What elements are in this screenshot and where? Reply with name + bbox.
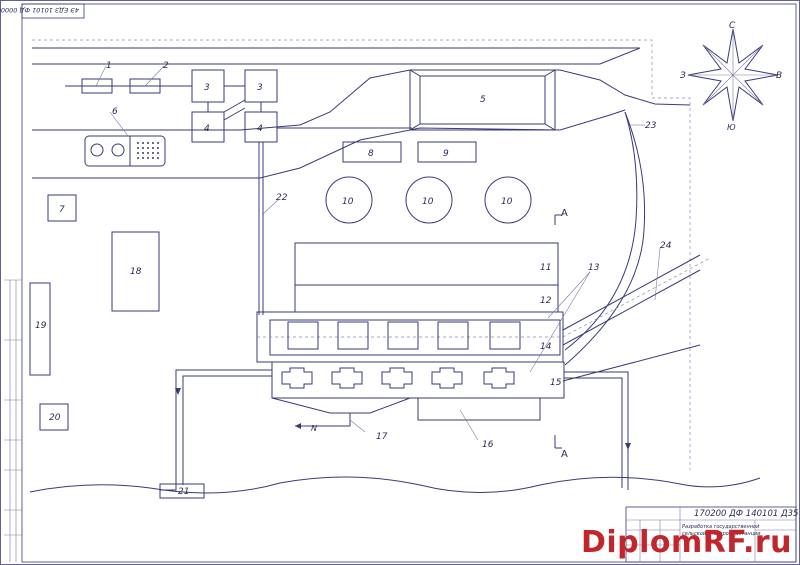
unit-1 [81, 78, 113, 94]
label-15: 15 [550, 378, 562, 388]
label-24: 24 [660, 241, 672, 251]
label-19: 19 [35, 321, 47, 331]
label-21: 21 [178, 487, 189, 497]
building-20 [39, 403, 69, 431]
pipe-right [564, 371, 629, 490]
compass-rose [687, 28, 779, 122]
label-17: 17 [376, 432, 388, 442]
hopper-17 [271, 397, 411, 414]
label-11: 11 [540, 263, 551, 273]
label-10a: 10 [342, 197, 354, 207]
title-block [625, 506, 797, 563]
label-10b: 10 [422, 197, 434, 207]
building-18 [111, 231, 160, 312]
title-desc-1: Разработка государственной [682, 524, 760, 530]
label-20: 20 [49, 413, 61, 423]
inner-frame [21, 3, 797, 563]
conveyor-24 [562, 254, 701, 331]
section-15-machines [281, 367, 515, 389]
tank-10a [325, 176, 373, 224]
unit-6 [84, 135, 166, 167]
building-19 [29, 282, 51, 376]
label-16: 16 [482, 440, 494, 450]
label-13: 13 [588, 263, 600, 273]
label-23: 23 [645, 121, 657, 131]
label-9: 9 [443, 149, 449, 159]
title-code: 170200 ДФ 140101 Д35 ГЧ [694, 509, 800, 519]
compass-north: С [729, 21, 736, 31]
label-10c: 10 [501, 197, 513, 207]
building-16 [417, 397, 541, 421]
building-5 [409, 69, 556, 131]
pipe-21 [160, 369, 272, 491]
label-7: 7 [59, 205, 65, 215]
section-15 [271, 361, 565, 399]
label-2: 2 [163, 61, 169, 71]
section-mark-bottom: A [554, 435, 568, 460]
label-3a: 3 [204, 83, 210, 93]
site-boundary [32, 39, 691, 470]
watermark: DiplomRF.ru [580, 525, 792, 560]
building-9 [417, 141, 477, 163]
compass-south: Ю [727, 123, 736, 132]
label-18: 18 [130, 267, 142, 277]
section-mark-top: A [554, 208, 568, 225]
road-top [32, 47, 641, 65]
top-stamp-text: 4Э ЕДЗ 10101 ФД 00000 [0, 6, 79, 14]
label-1: 1 [106, 61, 112, 71]
compass-west: З [680, 71, 686, 81]
label-3b: 3 [257, 83, 263, 93]
binding-strip [4, 279, 22, 562]
top-stamp-box [21, 3, 85, 19]
label-14: 14 [540, 342, 552, 352]
road-inner [32, 109, 626, 179]
section-11 [294, 242, 559, 286]
label-6: 6 [112, 107, 118, 117]
road-23-inner [564, 111, 638, 351]
unit-2 [129, 78, 161, 94]
svg-text:A: A [561, 208, 568, 219]
unit-6-grid [137, 142, 159, 159]
label-4b: 4 [257, 124, 263, 134]
section-12 [294, 284, 559, 313]
tank-10c [484, 176, 532, 224]
label-22: 22 [276, 193, 288, 203]
building-7 [47, 194, 77, 222]
compass-east: В [776, 71, 782, 81]
title-desc-2: сельской электроподстанции [682, 531, 761, 537]
label-5: 5 [480, 95, 486, 105]
outlet-mark: N [311, 424, 317, 433]
leader-lines [95, 65, 661, 441]
tank-10b [405, 176, 453, 224]
unit-21 [159, 483, 205, 499]
svg-text:A: A [561, 449, 568, 460]
building-8 [342, 141, 402, 163]
label-12: 12 [540, 296, 552, 306]
river [29, 476, 761, 494]
label-8: 8 [368, 149, 374, 159]
label-4a: 4 [204, 124, 210, 134]
road-23 [564, 111, 646, 366]
